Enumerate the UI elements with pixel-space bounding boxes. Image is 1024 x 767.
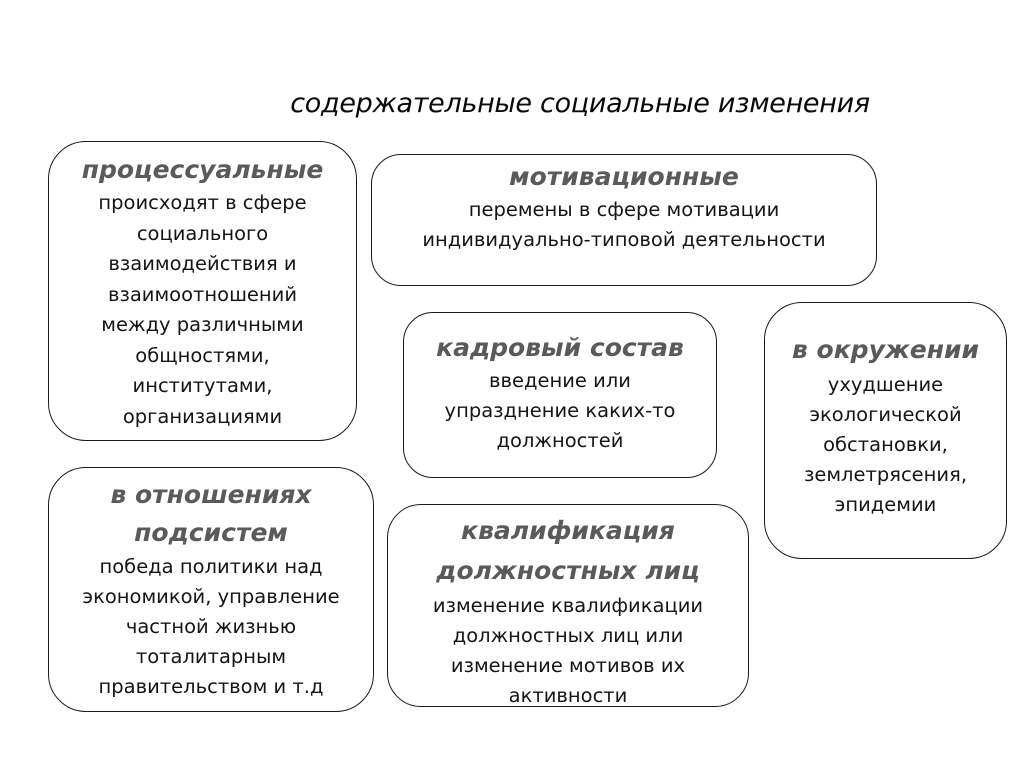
- box-official-qualification: квалификация должностных лиц изменение к…: [387, 504, 749, 707]
- box-heading: квалификация должностных лиц: [436, 516, 700, 585]
- box-heading: кадровый состав: [436, 333, 684, 362]
- box-description: перемены в сфере мотивации индивидуально…: [422, 198, 826, 251]
- box-description: происходят в сфере социального взаимодей…: [98, 191, 307, 428]
- box-description: победа политики над экономикой, управлен…: [82, 555, 340, 698]
- box-environment: в окружении ухудшение экологической обст…: [764, 302, 1007, 559]
- box-subsystem-relations: в отношениях подсистем победа политики н…: [48, 467, 374, 712]
- box-processual: процессуальные происходят в сфере социал…: [48, 141, 357, 441]
- box-heading: мотивационные: [509, 162, 739, 191]
- box-motivational: мотивационные перемены в сфере мотивации…: [371, 154, 877, 286]
- box-staff-composition: кадровый состав введение или упразднение…: [403, 312, 717, 478]
- box-description: изменение квалификации должностных лиц и…: [432, 594, 704, 707]
- box-heading: в отношениях подсистем: [110, 480, 312, 547]
- box-heading: в окружении: [792, 334, 979, 364]
- diagram-title: содержательные социальные изменения: [290, 88, 870, 119]
- box-heading: процессуальные: [81, 155, 324, 184]
- box-description: введение или упразднение каких-то должно…: [444, 369, 676, 452]
- box-description: ухудшение экологической обстановки, земл…: [803, 372, 968, 516]
